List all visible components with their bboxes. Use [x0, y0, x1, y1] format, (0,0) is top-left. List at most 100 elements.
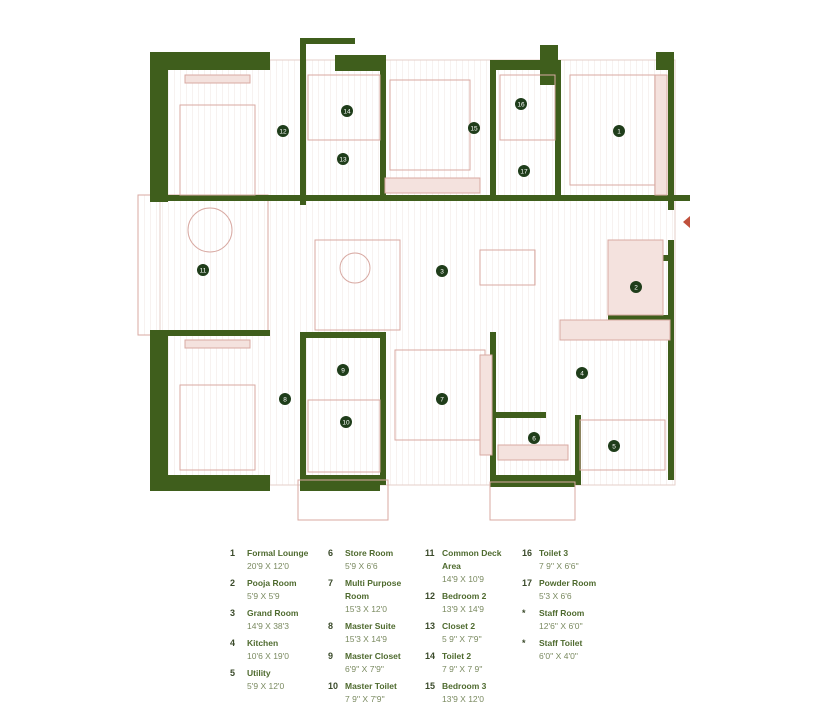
- room-dimensions: 6'0'' X 4'0'': [539, 651, 579, 661]
- marker-circle: [337, 153, 349, 165]
- marker-circle: [630, 281, 642, 293]
- legend-number: 3: [230, 608, 236, 618]
- room-dimensions: 5'3 X 6'6: [539, 591, 572, 601]
- marker-circle: [528, 432, 540, 444]
- room-dimensions: 15'3 X 12'0: [345, 604, 388, 614]
- room-marker-12: 12: [277, 125, 289, 137]
- legend-number: 10: [328, 681, 339, 691]
- legend-entry: 17 Powder Room 5'3 X 6'6: [522, 577, 617, 603]
- legend-number: 8: [328, 621, 334, 631]
- marker-circle: [436, 265, 448, 277]
- legend-number: 9: [328, 651, 334, 661]
- room-dimensions: 5 9'' X 7'9'': [442, 634, 482, 644]
- furniture: [179, 74, 671, 521]
- room-name: Multi Purpose Room: [345, 578, 402, 601]
- marker-circle: [515, 98, 527, 110]
- room-name: Formal Lounge: [247, 548, 309, 558]
- room-marker-9: 9: [337, 364, 349, 376]
- room-name: Staff Room: [539, 608, 585, 618]
- marker-circle: [468, 122, 480, 134]
- room-name: Master Toilet: [345, 681, 397, 691]
- marker-circle: [613, 125, 625, 137]
- legend-number: 1: [230, 548, 236, 558]
- room-name: Closet 2: [442, 621, 476, 631]
- legend-entry: 7 Multi Purpose Room 15'3 X 12'0: [328, 577, 423, 616]
- marker-circle: [340, 416, 352, 428]
- room-marker-4: 4: [576, 367, 588, 379]
- room-name: Store Room: [345, 548, 394, 558]
- room-dimensions: 6'9'' X 7'9'': [345, 664, 385, 674]
- entrance-arrow-icon: [683, 216, 690, 228]
- marker-circle: [576, 367, 588, 379]
- room-dimensions: 15'3 X 14'9: [345, 634, 388, 644]
- room-dimensions: 7 9'' X 6'6'': [539, 561, 579, 571]
- room-marker-15: 15: [468, 122, 480, 134]
- legend-entry: 13 Closet 2 5 9'' X 7'9'': [425, 620, 520, 646]
- legend-number: 12: [425, 591, 436, 601]
- marker-label: 4: [580, 371, 584, 378]
- room-marker-14: 14: [341, 105, 353, 117]
- room-dimensions: 7 9'' X 7'9'': [345, 694, 385, 704]
- legend-number: 13: [425, 621, 436, 631]
- room-marker-5: 5: [608, 440, 620, 452]
- room-dimensions: 5'9 X 6'6: [345, 561, 378, 571]
- room-marker-17: 17: [518, 165, 530, 177]
- legend-number: 4: [230, 638, 236, 648]
- room-name: Toilet 3: [539, 548, 569, 558]
- marker-circle: [337, 364, 349, 376]
- legend-number: 11: [425, 548, 435, 558]
- legend-entry: 8 Master Suite 15'3 X 14'9: [328, 620, 423, 646]
- room-dimensions: 12'6'' X 6'0'': [539, 621, 583, 631]
- floor-area: [137, 59, 676, 486]
- legend-number: 17: [522, 578, 533, 588]
- legend-number: 15: [425, 681, 436, 691]
- room-name: Pooja Room: [247, 578, 297, 588]
- room-name: Bedroom 2: [442, 591, 487, 601]
- marker-label: 11: [200, 268, 207, 275]
- marker-label: 10: [342, 420, 350, 427]
- marker-circle: [197, 264, 209, 276]
- room-name: Master Suite: [345, 621, 396, 631]
- room-name: Master Closet: [345, 651, 401, 661]
- room-dimensions: 13'9 X 12'0: [442, 694, 485, 704]
- marker-label: 9: [341, 368, 345, 375]
- legend-entry: * Staff Room 12'6'' X 6'0'': [522, 607, 617, 633]
- room-marker-2: 2: [630, 281, 642, 293]
- marker-label: 3: [440, 269, 444, 276]
- marker-circle: [341, 105, 353, 117]
- legend-number: *: [522, 608, 526, 618]
- marker-circle: [518, 165, 530, 177]
- room-marker-3: 3: [436, 265, 448, 277]
- legend-column: 16 Toilet 3 7 9'' X 6'6'' 17 Powder Room 5'3 …: [522, 547, 617, 667]
- room-name: Utility: [247, 668, 271, 678]
- marker-label: 7: [440, 397, 444, 404]
- room-name: Powder Room: [539, 578, 597, 588]
- marker-circle: [279, 393, 291, 405]
- room-dimensions: 14'9 X 10'9: [442, 574, 485, 584]
- room-marker-6: 6: [528, 432, 540, 444]
- room-name: Common Deck Area: [442, 548, 502, 571]
- marker-label: 12: [279, 129, 287, 136]
- room-marker-10: 10: [340, 416, 352, 428]
- marker-label: 17: [520, 169, 528, 176]
- marker-label: 16: [517, 102, 525, 109]
- room-name: Kitchen: [247, 638, 279, 648]
- room-name: Bedroom 3: [442, 681, 487, 691]
- room-dimensions: 5'9 X 5'9: [247, 591, 280, 601]
- marker-circle: [436, 393, 448, 405]
- legend-number: *: [522, 638, 526, 648]
- legend-number: 16: [522, 548, 533, 558]
- marker-label: 15: [470, 126, 478, 133]
- legend-number: 7: [328, 578, 334, 588]
- marker-label: 13: [339, 157, 347, 164]
